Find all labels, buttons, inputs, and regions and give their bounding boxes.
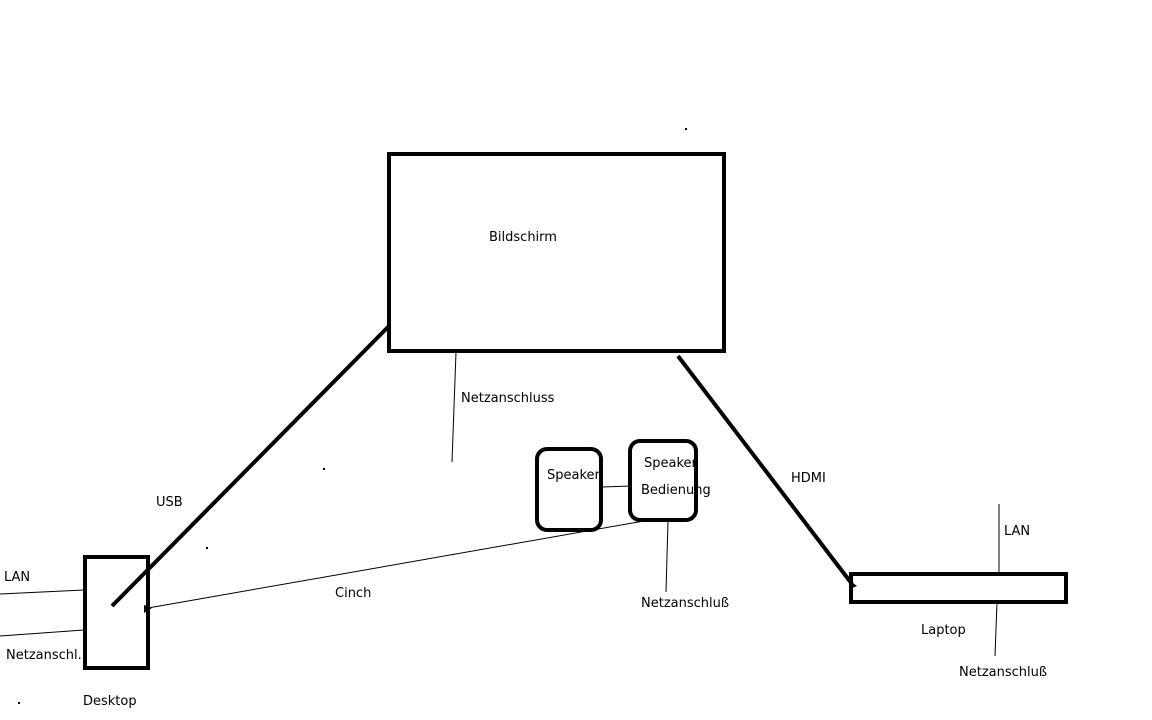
usb-label: USB xyxy=(156,495,183,510)
speaker-power-line xyxy=(665,520,669,593)
desktop-box xyxy=(83,555,150,670)
speck xyxy=(323,468,325,470)
speaker-control-label-line1: Speaker xyxy=(644,456,697,471)
desktop-label: Desktop xyxy=(83,694,137,709)
speaker-box xyxy=(535,447,603,532)
cinch-label: Cinch xyxy=(335,586,372,601)
speaker-control-label-line2: Bedienung xyxy=(641,483,711,498)
speaker-label: Speaker xyxy=(547,468,600,483)
desktop-power-line xyxy=(0,629,85,637)
laptop-label: Laptop xyxy=(921,623,966,638)
usb-cable xyxy=(110,324,391,608)
laptop-box xyxy=(849,572,1068,604)
monitor-box xyxy=(387,152,726,353)
speaker-control-box xyxy=(628,439,698,522)
speaker-link-line xyxy=(601,485,632,488)
desktop-power-label: Netzanschl. xyxy=(6,648,82,663)
laptop-lan-label: LAN xyxy=(1004,524,1031,539)
monitor-power-line xyxy=(451,351,457,463)
speaker-power-label: Netzanschluß xyxy=(641,596,730,611)
speck xyxy=(685,128,687,130)
speck xyxy=(206,547,208,549)
speck xyxy=(18,702,20,704)
laptop-power-label: Netzanschluß xyxy=(959,665,1048,680)
hdmi-cable xyxy=(676,354,854,586)
cinch-cable xyxy=(147,520,645,609)
desktop-lan-line xyxy=(0,589,85,595)
desktop-lan-label: LAN xyxy=(4,570,31,585)
hdmi-label: HDMI xyxy=(791,471,826,486)
laptop-power-line xyxy=(994,601,998,657)
monitor-label: Bildschirm xyxy=(489,230,557,245)
monitor-power-label: Netzanschluss xyxy=(461,391,555,406)
